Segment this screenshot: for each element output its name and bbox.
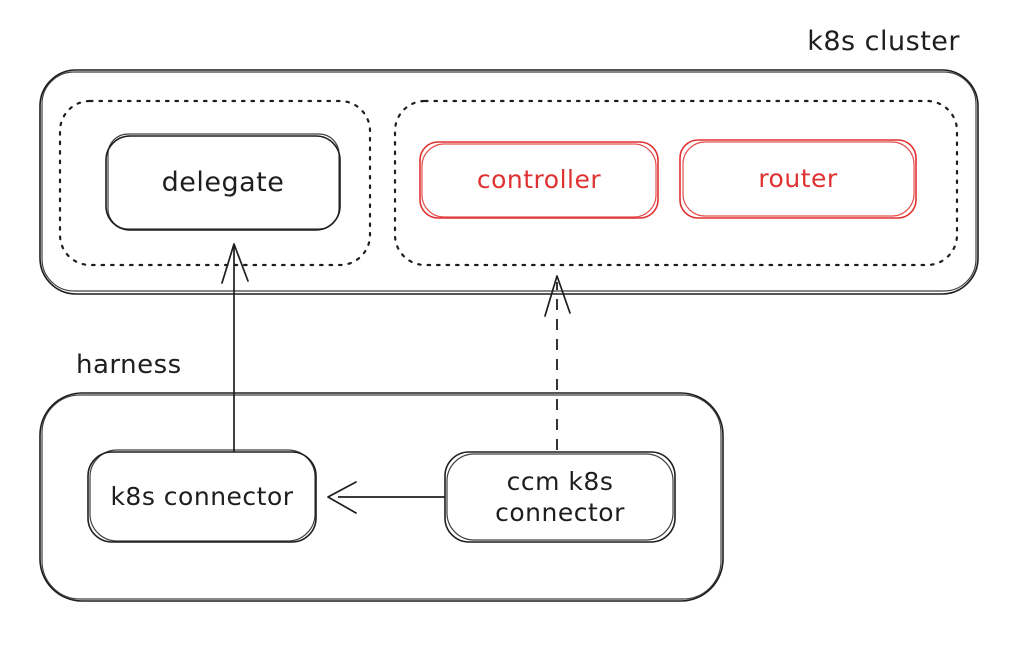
arrow-ccm-connector-to-workload-group bbox=[544, 275, 571, 450]
node-label-ccm-k8s-connector: ccm k8s connector bbox=[445, 452, 675, 542]
harness-label: harness bbox=[76, 350, 182, 380]
controller-box bbox=[419, 141, 659, 219]
node-label-router: router bbox=[758, 164, 838, 194]
k8s-connector-box bbox=[87, 449, 317, 543]
router-box bbox=[679, 139, 917, 219]
k8s-cluster-label: k8s cluster bbox=[807, 26, 960, 57]
node-label-delegate: delegate bbox=[161, 167, 285, 199]
node-label-k8s-connector: k8s connector bbox=[110, 482, 294, 512]
arrow-ccm-connector-to-k8s-connector bbox=[327, 481, 445, 514]
node-label-controller: controller bbox=[476, 165, 602, 195]
harness-box bbox=[39, 392, 724, 602]
workload-group-dotted-box bbox=[393, 99, 959, 267]
node-label-ccm-k8s-connector-text: ccm k8s connector bbox=[495, 466, 625, 527]
delegate-group-dotted-box bbox=[58, 99, 372, 267]
delegate-box bbox=[105, 133, 341, 231]
k8s-cluster-box bbox=[39, 69, 979, 295]
arrow-k8s-connector-to-delegate bbox=[221, 243, 249, 452]
